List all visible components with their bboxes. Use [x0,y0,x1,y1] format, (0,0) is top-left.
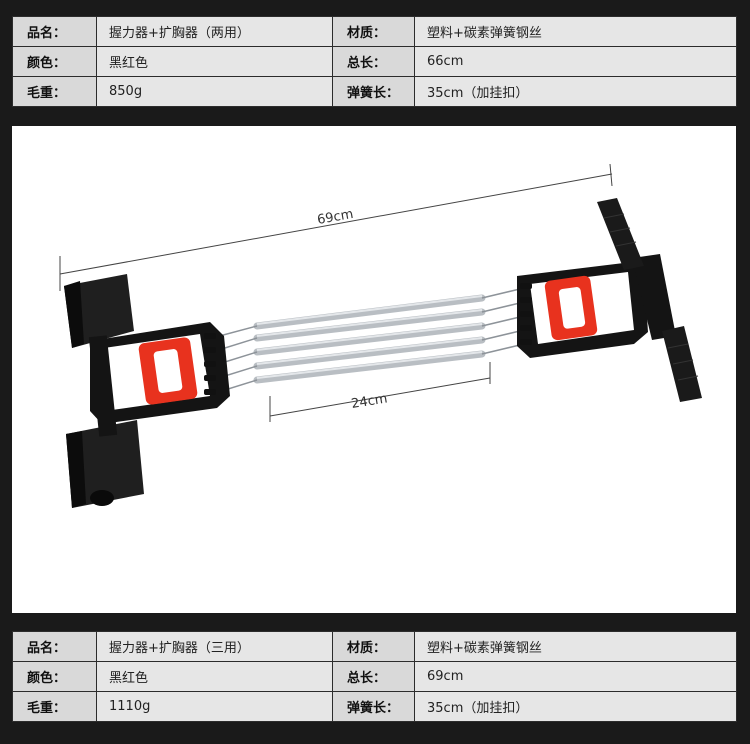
color-value: 黑红色 [96,661,333,692]
weight-label: 毛重： [12,691,97,722]
spec-row-color: 颜色： 黑红色 总长： 69cm [12,661,737,692]
spring-value: 35cm（加挂扣） [414,76,737,107]
left-handle [64,274,230,508]
spec-table-bottom: 品名： 握力器+扩胸器（三用） 材质： 塑料+碳素弹簧钢丝 颜色： 黑红色 总长… [12,631,737,722]
spring-label: 弹簧长： [332,691,415,722]
length-value: 69cm [414,661,737,692]
spring-value: 35cm（加挂扣） [414,691,737,722]
total-length-dimension: 69cm [59,163,613,291]
color-label: 颜色： [12,46,97,77]
right-handle [517,198,702,402]
name-value: 握力器+扩胸器（两用） [96,16,333,47]
length-label: 总长： [332,46,415,77]
spec-row-color: 颜色： 黑红色 总长： 66cm [12,46,737,77]
name-label: 品名： [12,631,97,662]
weight-label: 毛重： [12,76,97,107]
spec-row-weight: 毛重： 850g 弹簧长： 35cm（加挂扣） [12,76,737,107]
spec-row-weight: 毛重： 1110g 弹簧长： 35cm（加挂扣） [12,691,737,722]
material-value: 塑料+碳素弹簧钢丝 [414,16,737,47]
spring-label: 弹簧长： [332,76,415,107]
material-value: 塑料+碳素弹簧钢丝 [414,631,737,662]
color-label: 颜色： [12,661,97,692]
material-label: 材质： [332,16,415,47]
product-illustration: 69cm 24cm [59,163,702,508]
product-photo: 69cm 24cm [12,126,736,613]
weight-value: 850g [96,76,333,107]
weight-value: 1110g [96,691,333,722]
total-length-label: 69cm [316,207,354,228]
spring-hooks [204,283,532,395]
color-value: 黑红色 [96,46,333,77]
spec-table-top: 品名： 握力器+扩胸器（两用） 材质： 塑料+碳素弹簧钢丝 颜色： 黑红色 总长… [12,16,737,107]
name-label: 品名： [12,16,97,47]
length-value: 66cm [414,46,737,77]
spec-row-name: 品名： 握力器+扩胸器（两用） 材质： 塑料+碳素弹簧钢丝 [12,16,737,47]
spring-length-dimension: 24cm [269,362,491,422]
springs [253,294,486,384]
material-label: 材质： [332,631,415,662]
name-value: 握力器+扩胸器（三用） [96,631,333,662]
spring-length-label: 24cm [350,391,388,412]
spec-row-name: 品名： 握力器+扩胸器（三用） 材质： 塑料+碳素弹簧钢丝 [12,631,737,662]
length-label: 总长： [332,661,415,692]
